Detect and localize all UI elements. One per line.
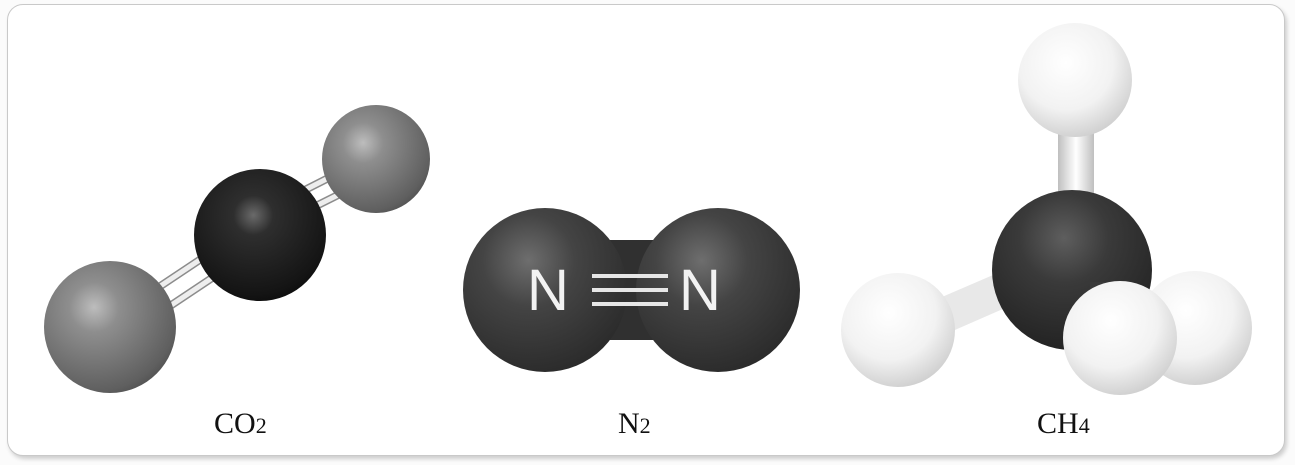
ch4-formula-label: CH4 (1037, 407, 1090, 440)
ch4-hydrogen-atom-left (841, 273, 955, 387)
n2-atom-label-left: N (527, 258, 569, 323)
ch4-bond-left (935, 272, 1012, 333)
ch4-hydrogen-atom-top (1018, 23, 1132, 137)
co2-molecule (44, 105, 430, 393)
n2-atom-label-right: N (679, 258, 721, 323)
n2-nitrogen-atom-left (463, 208, 627, 372)
n2-nitrogen-atom-right (636, 208, 800, 372)
ch4-hydrogen-atom-front (1063, 281, 1177, 395)
n2-molecule: N N (463, 208, 800, 372)
ch4-molecule (841, 23, 1252, 395)
co2-formula-label: CO2 (214, 407, 267, 440)
co2-oxygen-atom-right (322, 105, 430, 213)
n2-triple-bond (592, 274, 668, 306)
co2-oxygen-atom-left (44, 261, 176, 393)
n2-formula-label: N2 (618, 407, 651, 440)
co2-carbon-atom (194, 169, 326, 301)
